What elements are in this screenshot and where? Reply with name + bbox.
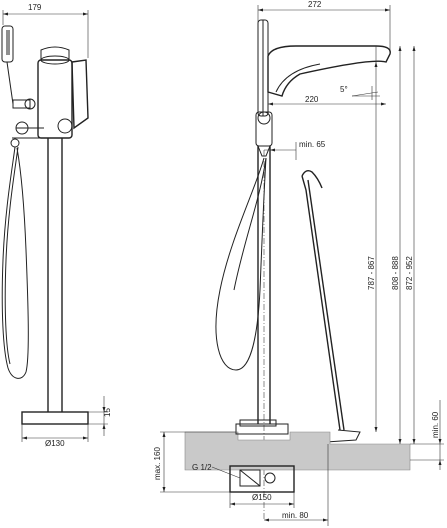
box-diagonal [239,469,261,487]
label-floor-min: min. 60 [431,411,440,438]
arrow-head [398,46,402,51]
mixer-cap [40,46,70,61]
arrow-head [22,436,27,440]
shower-handle [6,61,14,105]
label-right-width: 272 [308,0,322,9]
hose-outlet [257,145,271,157]
arrow-head [374,427,378,432]
label-height-range-3: 872 - 952 [405,256,414,290]
hose-nut [10,138,20,148]
arrow-head [412,439,416,444]
arrow-head [438,460,442,465]
box-port [264,472,276,484]
arrow-head [83,12,88,16]
left-view: 179 Ø130 [1,3,112,448]
mixer-lever [71,59,89,130]
arrow-head [381,102,386,106]
spout [267,45,391,97]
arrow-head [412,46,416,51]
arrow-head [162,487,166,492]
label-base-height: 15 [103,408,112,417]
arrow-head [270,148,275,152]
arrow-head [83,436,88,440]
arrow-head [102,407,106,412]
arrow-head [264,518,269,522]
shower-hose-inner [4,146,19,365]
shower-holder-front [257,111,271,125]
arrow-head [289,502,294,506]
valve-knob [57,118,73,134]
label-thread: G 1/2 [192,463,212,472]
label-height-range-1: 787 - 867 [367,256,376,290]
arrow-head [374,62,378,67]
arrow-head [268,102,273,106]
arrow-head [102,424,106,429]
arrow-head [3,12,8,16]
shower-hose-front [215,157,267,371]
floor-section [184,431,411,471]
label-left-width: 179 [28,3,42,12]
base-plate-front [235,423,289,435]
installation-box [229,465,295,493]
shower-hose-front-inner [233,157,267,291]
arrow-head [230,502,235,506]
label-min-clearance: min. 65 [299,140,326,149]
label-spout-angle: 5° [340,85,348,94]
shower-hose [1,146,29,379]
mixer-body [37,59,73,139]
spout-contour [275,63,321,93]
diverter-knob [24,98,36,110]
arrow-head [323,518,328,522]
arrow-head [438,439,442,444]
right-view: 272 220 5° min. 65 [153,0,444,526]
label-box-diameter: Ø150 [252,493,272,502]
arrow-head [398,439,402,444]
shower-holder [12,99,31,109]
tub-rim [301,169,323,189]
label-spout-reach: 220 [305,95,319,104]
arrow-head [258,8,263,12]
tub-wall-outer [301,175,341,431]
label-floor-max: max. 160 [153,447,162,480]
base-plate [21,411,89,425]
tub-wall-inner [307,179,345,431]
tub-foot [325,429,361,443]
thread-leader [211,466,241,479]
label-height-range-2: 808 - 888 [391,256,400,290]
arrow-head [162,432,166,437]
arrow-head [385,8,390,12]
base-collar [239,419,277,427]
angle-line [351,91,379,97]
label-base-diameter: Ø130 [45,439,65,448]
label-box-offset: min. 80 [282,511,309,520]
